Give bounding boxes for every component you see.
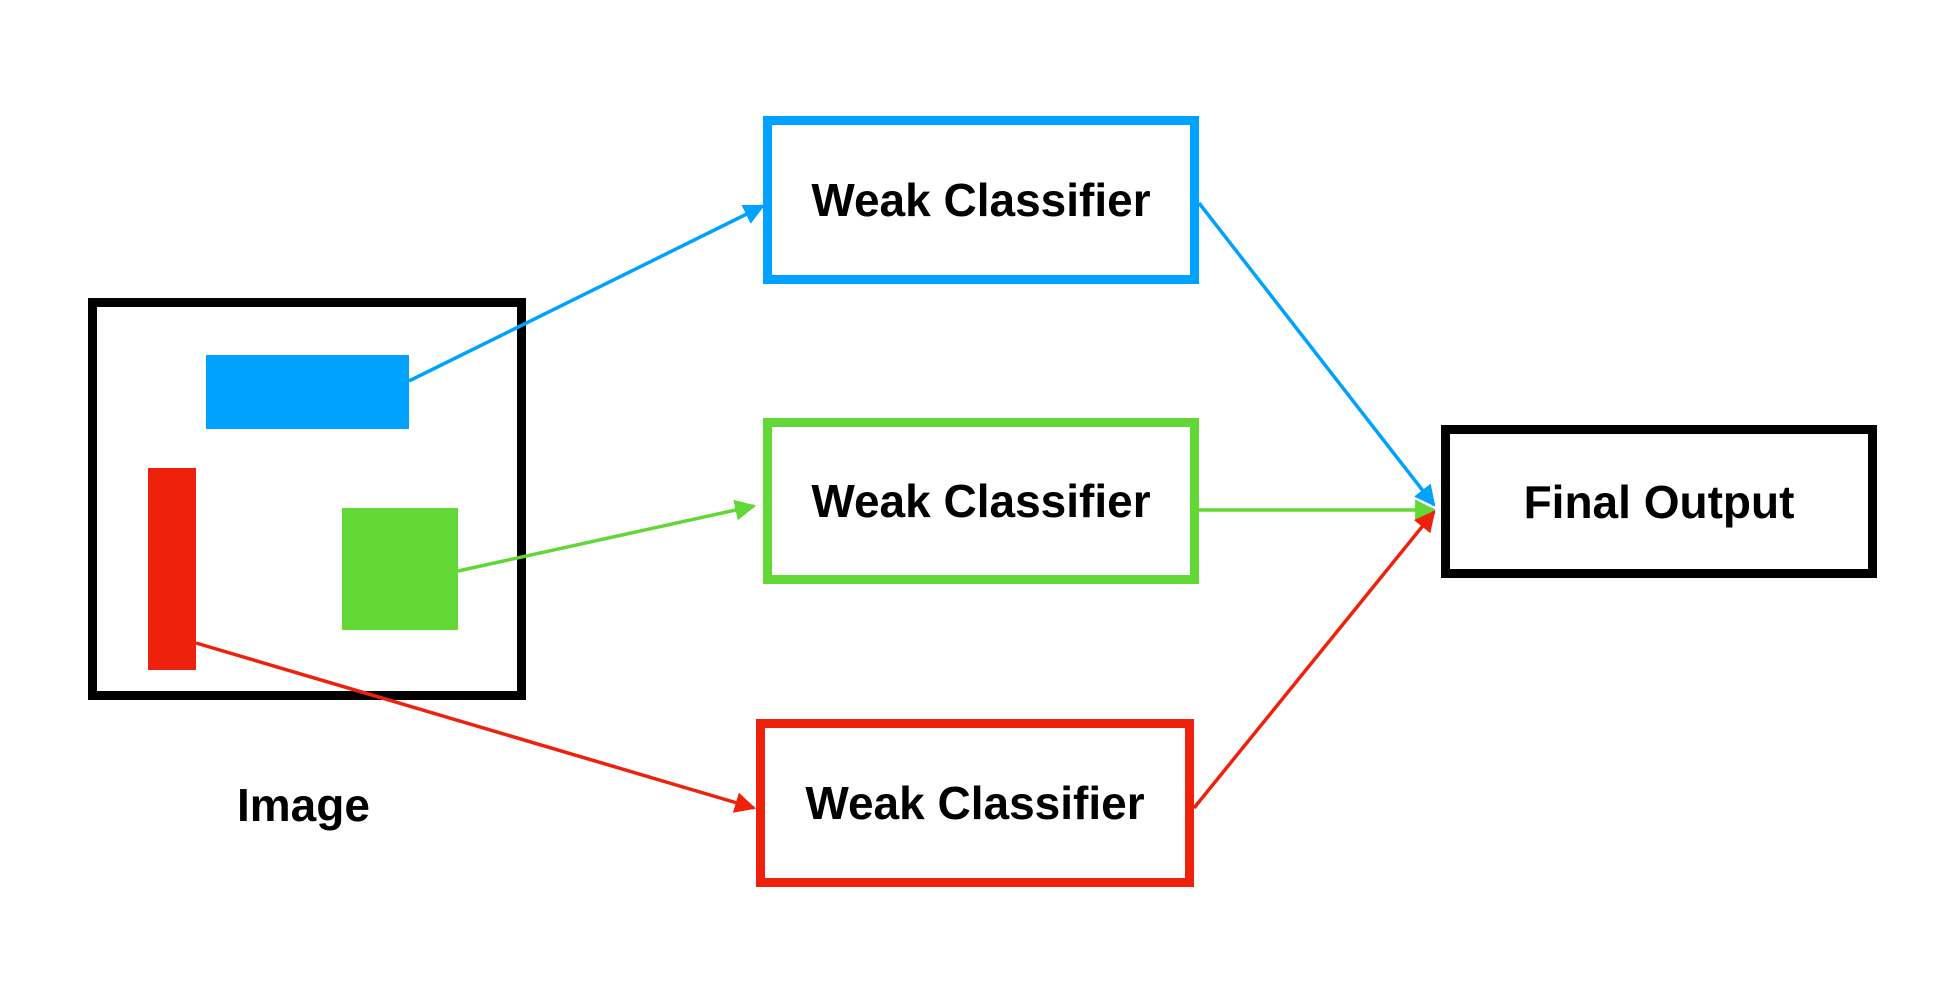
arrow-red-patch-to-classifier: [195, 641, 757, 813]
weak-classifier-green: Weak Classifier: [763, 418, 1199, 584]
red-patch: [148, 468, 196, 670]
arrow-blue-patch-to-classifier: [408, 204, 765, 383]
green-patch: [342, 508, 458, 630]
arrow-green-patch-to-classifier: [457, 499, 757, 573]
weak-classifier-red: Weak Classifier: [756, 719, 1194, 887]
weak-classifier-red-label: Weak Classifier: [805, 777, 1145, 829]
image-caption: Image: [237, 779, 370, 831]
input-image-frame: [88, 298, 526, 700]
blue-patch: [206, 355, 409, 429]
weak-classifier-blue: Weak Classifier: [763, 116, 1199, 284]
weak-classifier-blue-label: Weak Classifier: [811, 174, 1151, 226]
arrow-blue-classifier-to-output: [1197, 201, 1436, 507]
arrow-red-classifier-to-output: [1192, 510, 1436, 810]
weak-classifier-green-label: Weak Classifier: [811, 475, 1151, 527]
final-output-box: Final Output: [1441, 425, 1877, 578]
final-output-label: Final Output: [1523, 475, 1795, 528]
